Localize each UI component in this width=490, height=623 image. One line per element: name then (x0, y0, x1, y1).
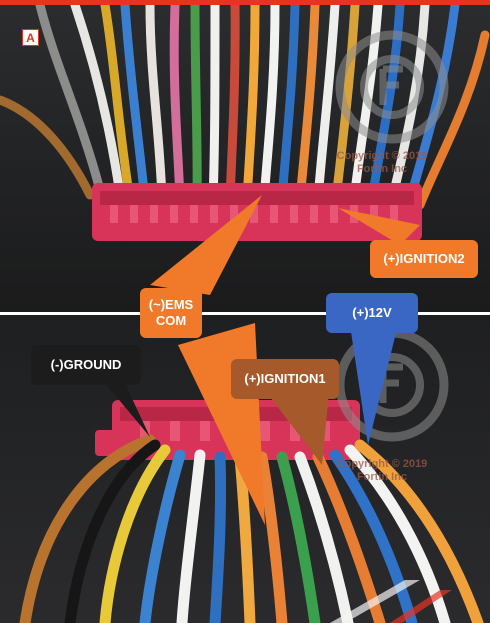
top-red-border (0, 0, 490, 5)
watermark-text-bottom: Copyright © 2019 Fortin Inc (332, 458, 432, 484)
watermark-company: Fortin Inc (356, 163, 408, 175)
ems-com-pointer (150, 195, 262, 295)
figure-label-a: A (22, 29, 39, 46)
twelve-v-pointer (350, 325, 398, 445)
ignition1-callout: (+)IGNITION1 (231, 359, 339, 399)
watermark-company: Fortin Inc (356, 471, 408, 483)
watermark-copyright: Copyright © 2019 (336, 150, 428, 162)
twelve-v-callout: (+)12V (326, 293, 418, 333)
ground-callout: (-)GROUND (31, 345, 141, 385)
ems-com-callout: (~)EMS COM (140, 288, 202, 338)
watermark-logo-top (335, 30, 449, 144)
ignition2-pointer (338, 208, 420, 245)
ground-pointer (100, 377, 150, 437)
ignition2-callout: (+)IGNITION2 (370, 240, 478, 278)
ignition1-pointer (258, 381, 330, 465)
watermark-text-top: Copyright © 2019 Fortin Inc (332, 150, 432, 176)
watermark-copyright: Copyright © 2019 (336, 458, 428, 470)
